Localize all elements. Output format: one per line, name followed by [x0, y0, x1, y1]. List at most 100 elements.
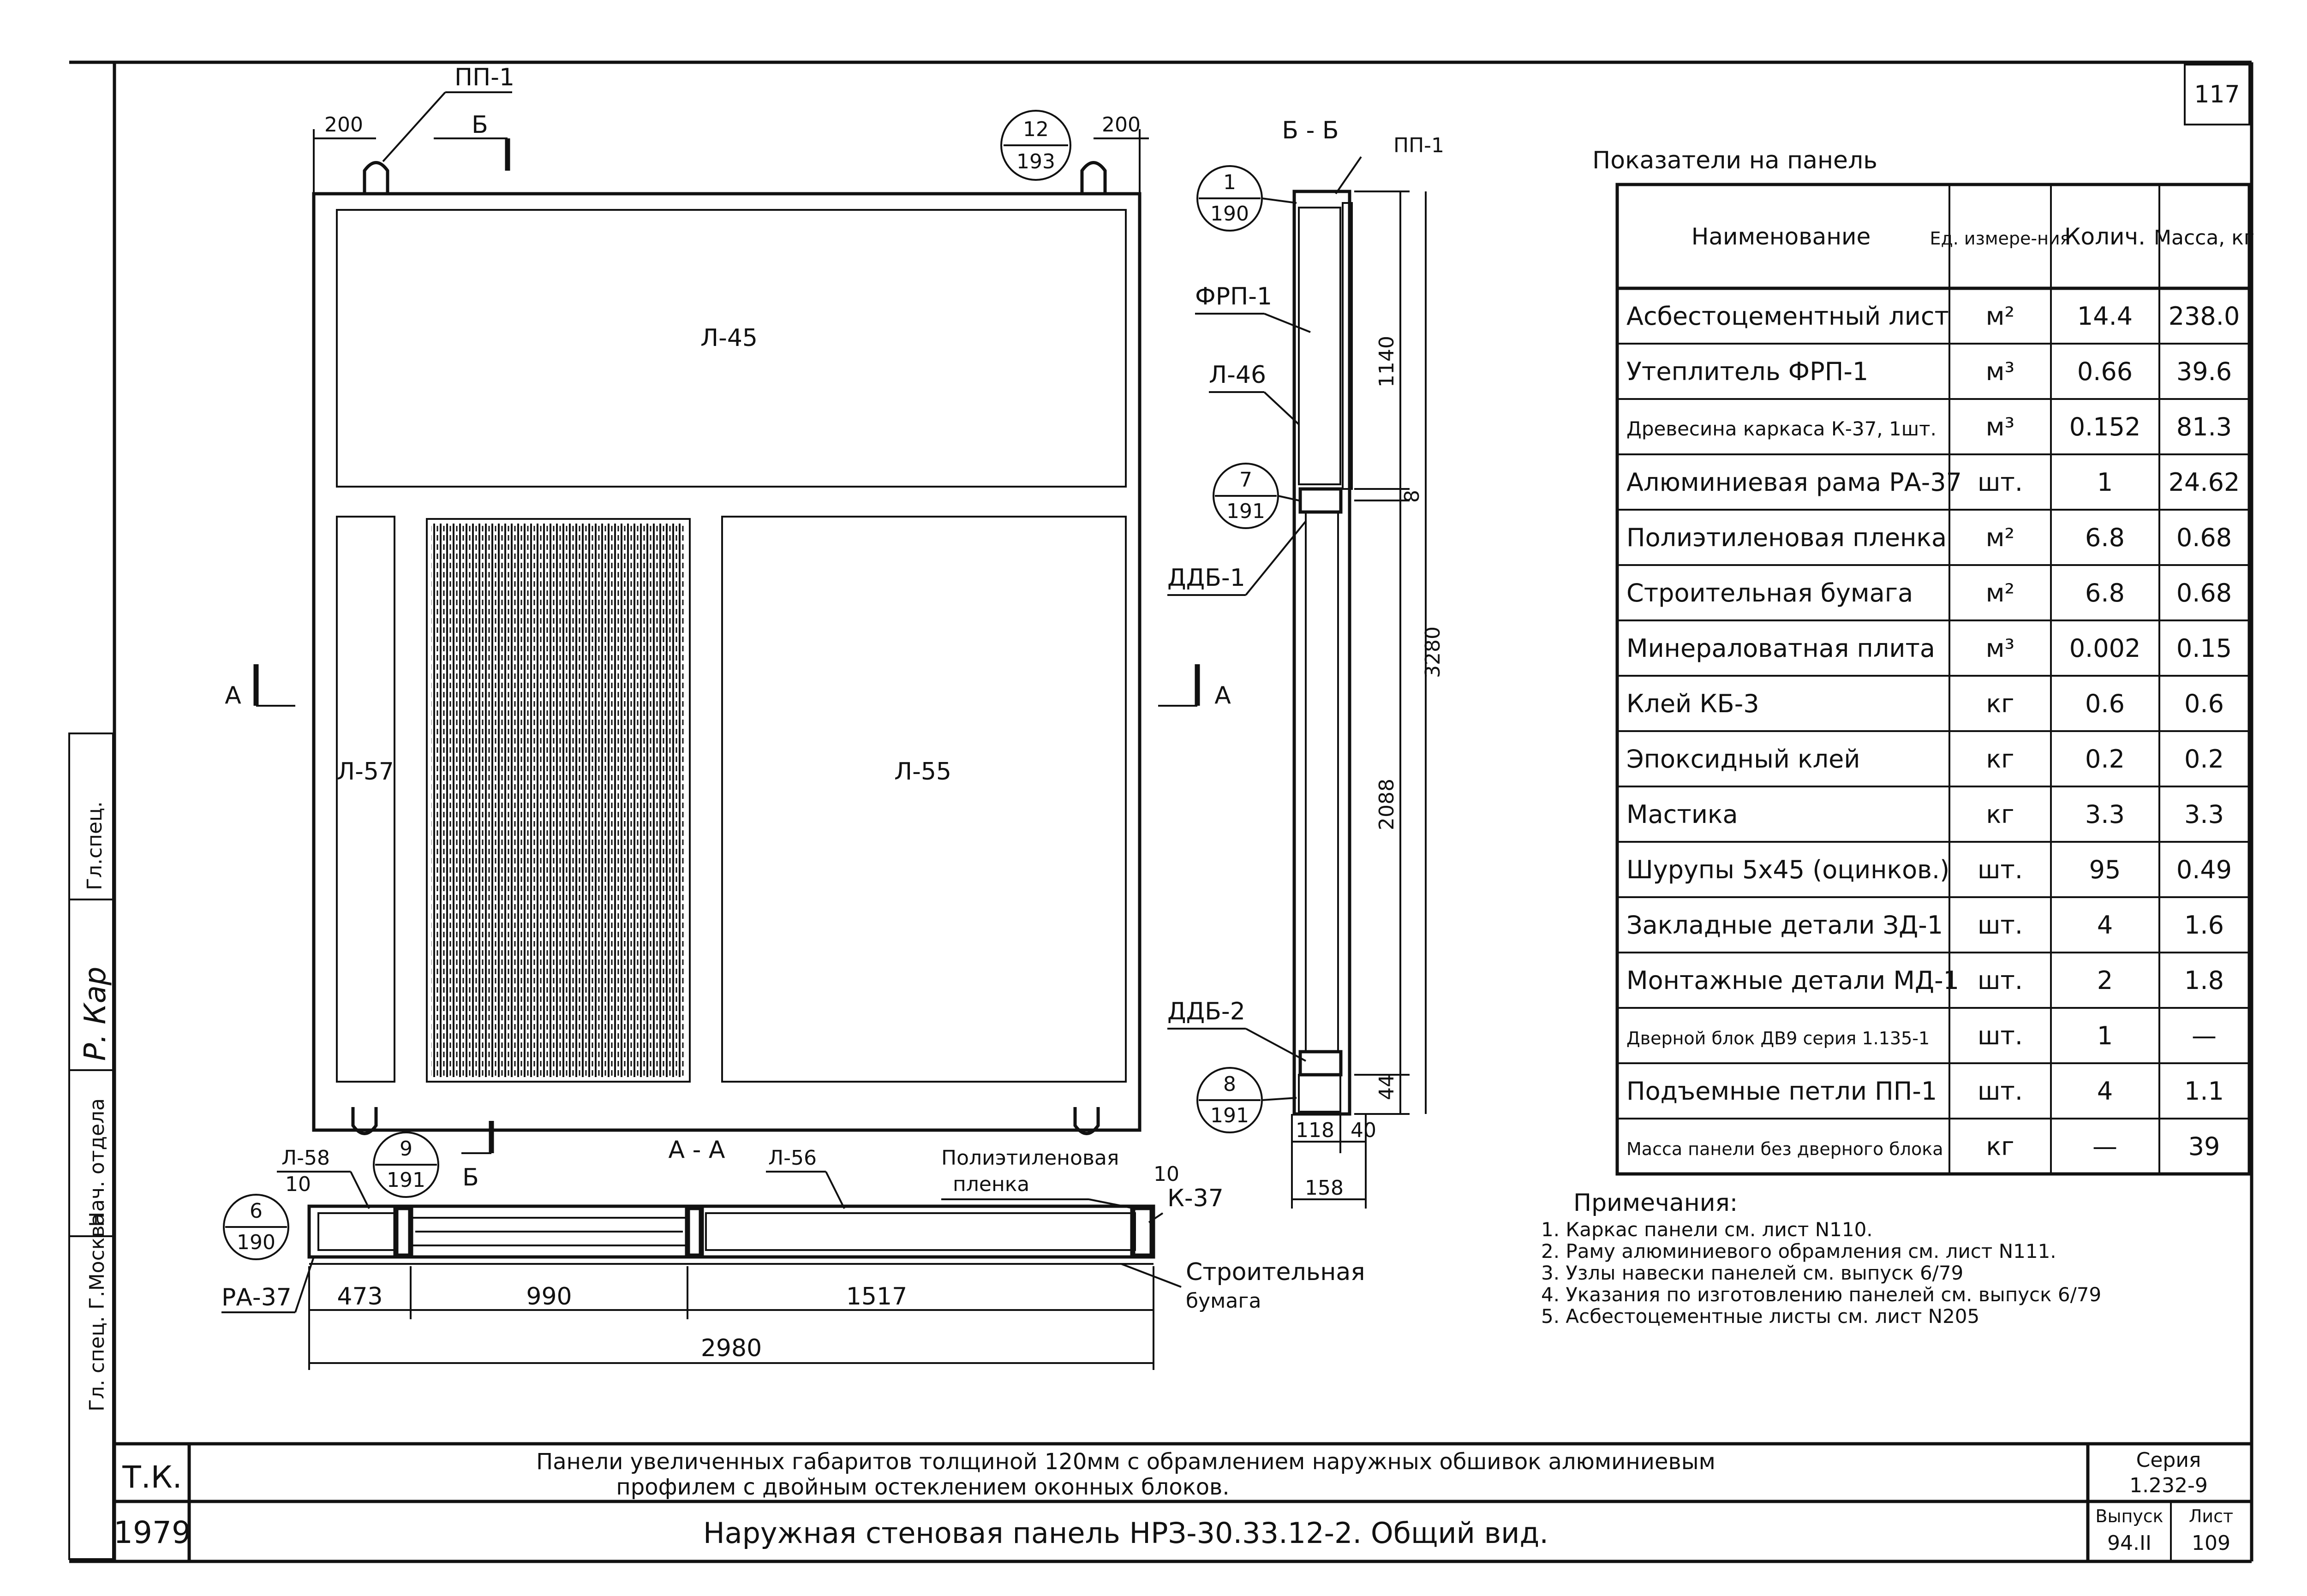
table-cell-qty: 0.002: [2069, 634, 2141, 663]
table-cell-mass: 81.3: [2176, 412, 2232, 441]
dim-990: 990: [526, 1283, 572, 1310]
dim-10-right: 10: [1154, 1162, 1179, 1186]
ref-7-num: 7: [1239, 468, 1252, 492]
table-cell-qty: 2: [2097, 966, 2113, 995]
table-cell-name: Полиэтиленовая пленка: [1626, 523, 1947, 552]
dim-40: 40: [1351, 1119, 1376, 1142]
table-cell-mass: 0.68: [2176, 523, 2232, 552]
table-row-lines: [1617, 343, 2249, 1120]
lifting-loop-icon: [1080, 161, 1107, 194]
title-org: Т.К.: [122, 1459, 182, 1495]
label-k37: К-37: [1167, 1185, 1224, 1212]
ref-12-den: 193: [1016, 150, 1055, 173]
bottom-loop-icon: [1073, 1107, 1100, 1135]
dim-3280: 3280: [1421, 626, 1445, 678]
label-paper-2: бумага: [1186, 1289, 1261, 1313]
sheet-value: 109: [2192, 1531, 2230, 1555]
issue-value: 94.II: [2107, 1531, 2152, 1555]
label-film-1: Полиэтиленовая: [941, 1146, 1119, 1170]
table-header-qty: Колич.: [2064, 223, 2146, 250]
table-cell-qty: —: [2092, 1132, 2117, 1161]
table-cell-mass: 1.8: [2184, 966, 2224, 995]
stamp-signature: Р. Кар: [78, 966, 113, 1061]
dim-158: 158: [1305, 1176, 1344, 1200]
table-cell-qty: 95: [2089, 855, 2121, 884]
title-line-1: Панели увеличенных габаритов толщиной 12…: [536, 1449, 1715, 1475]
section-bb-title: Б - Б: [1282, 117, 1339, 144]
table-cell-qty: 1: [2097, 468, 2113, 497]
table-cell-unit: шт.: [1978, 855, 2023, 884]
dim-200-left: 200: [324, 113, 363, 137]
table-cell-unit: кг: [1986, 800, 2014, 829]
table-cell-mass: 0.15: [2176, 634, 2232, 663]
table-cell-mass: 1.1: [2184, 1077, 2224, 1106]
table-cell-name: Строительная бумага: [1626, 578, 1913, 607]
table-cell-qty: 6.8: [2085, 523, 2125, 552]
section-mark-a-right: А: [1214, 682, 1231, 709]
bottom-loop-icon: [351, 1107, 378, 1135]
label-ddb2: ДДБ-2: [1167, 998, 1245, 1025]
table-cell-unit: м²: [1986, 302, 2014, 331]
ref-1-den: 190: [1210, 202, 1249, 226]
label-frp1: ФРП-1: [1195, 283, 1272, 310]
note-1: 1. Каркас панели см. лист N110.: [1541, 1218, 1873, 1241]
panel-l45: Л-45: [700, 324, 758, 352]
table-header-unit: Ед. измере-ния: [1930, 228, 2070, 249]
table-cell-unit: м³: [1986, 357, 2014, 386]
label-film-2: пленка: [953, 1173, 1029, 1196]
table-cell-qty: 0.66: [2077, 357, 2133, 386]
table-cell-unit: шт.: [1978, 1021, 2023, 1050]
label-ra37: РА-37: [221, 1284, 292, 1311]
table-cell-qty: 14.4: [2077, 302, 2133, 331]
ref-12-num: 12: [1023, 118, 1049, 141]
ref-6-den: 190: [237, 1231, 275, 1254]
ref-8-den: 191: [1210, 1104, 1249, 1127]
note-4: 4. Указания по изготовлению панелей см. …: [1541, 1283, 2101, 1306]
table-cell-unit: м²: [1986, 578, 2014, 607]
table-cell-qty: 6.8: [2085, 578, 2125, 607]
title-line-2: профилем с двойным остеклением оконных б…: [616, 1474, 1229, 1500]
notes: Примечания: 1. Каркас панели см. лист N1…: [1541, 1189, 2101, 1328]
series-value: 1.232-9: [2129, 1474, 2208, 1497]
lifting-loop-icon: [363, 161, 389, 194]
table-cell-qty: 4: [2097, 911, 2113, 940]
dim-2980: 2980: [701, 1334, 762, 1362]
table-cell-mass: 3.3: [2184, 800, 2224, 829]
label-ddb1: ДДБ-1: [1167, 564, 1245, 592]
label-l58: Л-58: [281, 1146, 330, 1170]
table-cell-mass: —: [2192, 1021, 2217, 1050]
series-label: Серия: [2136, 1448, 2201, 1472]
label-l56: Л-56: [768, 1146, 817, 1170]
sheet-label: Лист: [2189, 1506, 2233, 1526]
ref-9-den: 191: [387, 1168, 425, 1192]
dim-8: 8: [1400, 490, 1424, 503]
ref-6-num: 6: [250, 1199, 263, 1223]
dim-1140: 1140: [1375, 336, 1399, 387]
ref-1-num: 1: [1223, 171, 1236, 194]
table-cell-qty: 3.3: [2085, 800, 2125, 829]
indicators-table: Показатели на панель Наименование Ед. из…: [1592, 147, 2254, 1176]
section-mark-a-left: А: [225, 682, 241, 709]
table-cell-unit: м²: [1986, 523, 2014, 552]
section-mark-b-bottom: Б: [462, 1164, 479, 1191]
table-cell-mass: 0.6: [2184, 689, 2224, 718]
insulation-upper: [1298, 207, 1341, 485]
dim-2088: 2088: [1375, 779, 1399, 830]
dim-473: 473: [337, 1283, 383, 1310]
table-cell-unit: шт.: [1978, 911, 2023, 940]
section-aa-title: А - А: [669, 1136, 725, 1164]
ref-7-den: 191: [1226, 500, 1265, 523]
table-cell-unit: м³: [1986, 634, 2014, 663]
table-header-mass: Масса, кг: [2154, 226, 2254, 250]
table-cell-name: Асбестоцементный лист: [1626, 302, 1949, 331]
table-cell-name: Закладные детали ЗД-1: [1626, 911, 1943, 940]
table-cell-name: Минераловатная плита: [1626, 634, 1935, 663]
sheet-frame: 1 1 7: [69, 60, 2253, 1563]
table-cell-mass: 39.6: [2176, 357, 2232, 386]
table-cell-name: Эпоксидный клей: [1626, 744, 1860, 774]
section-mark-b-top: Б: [472, 111, 488, 139]
dim-10-left: 10: [285, 1173, 311, 1196]
table-cell-name: Мастика: [1626, 800, 1738, 829]
